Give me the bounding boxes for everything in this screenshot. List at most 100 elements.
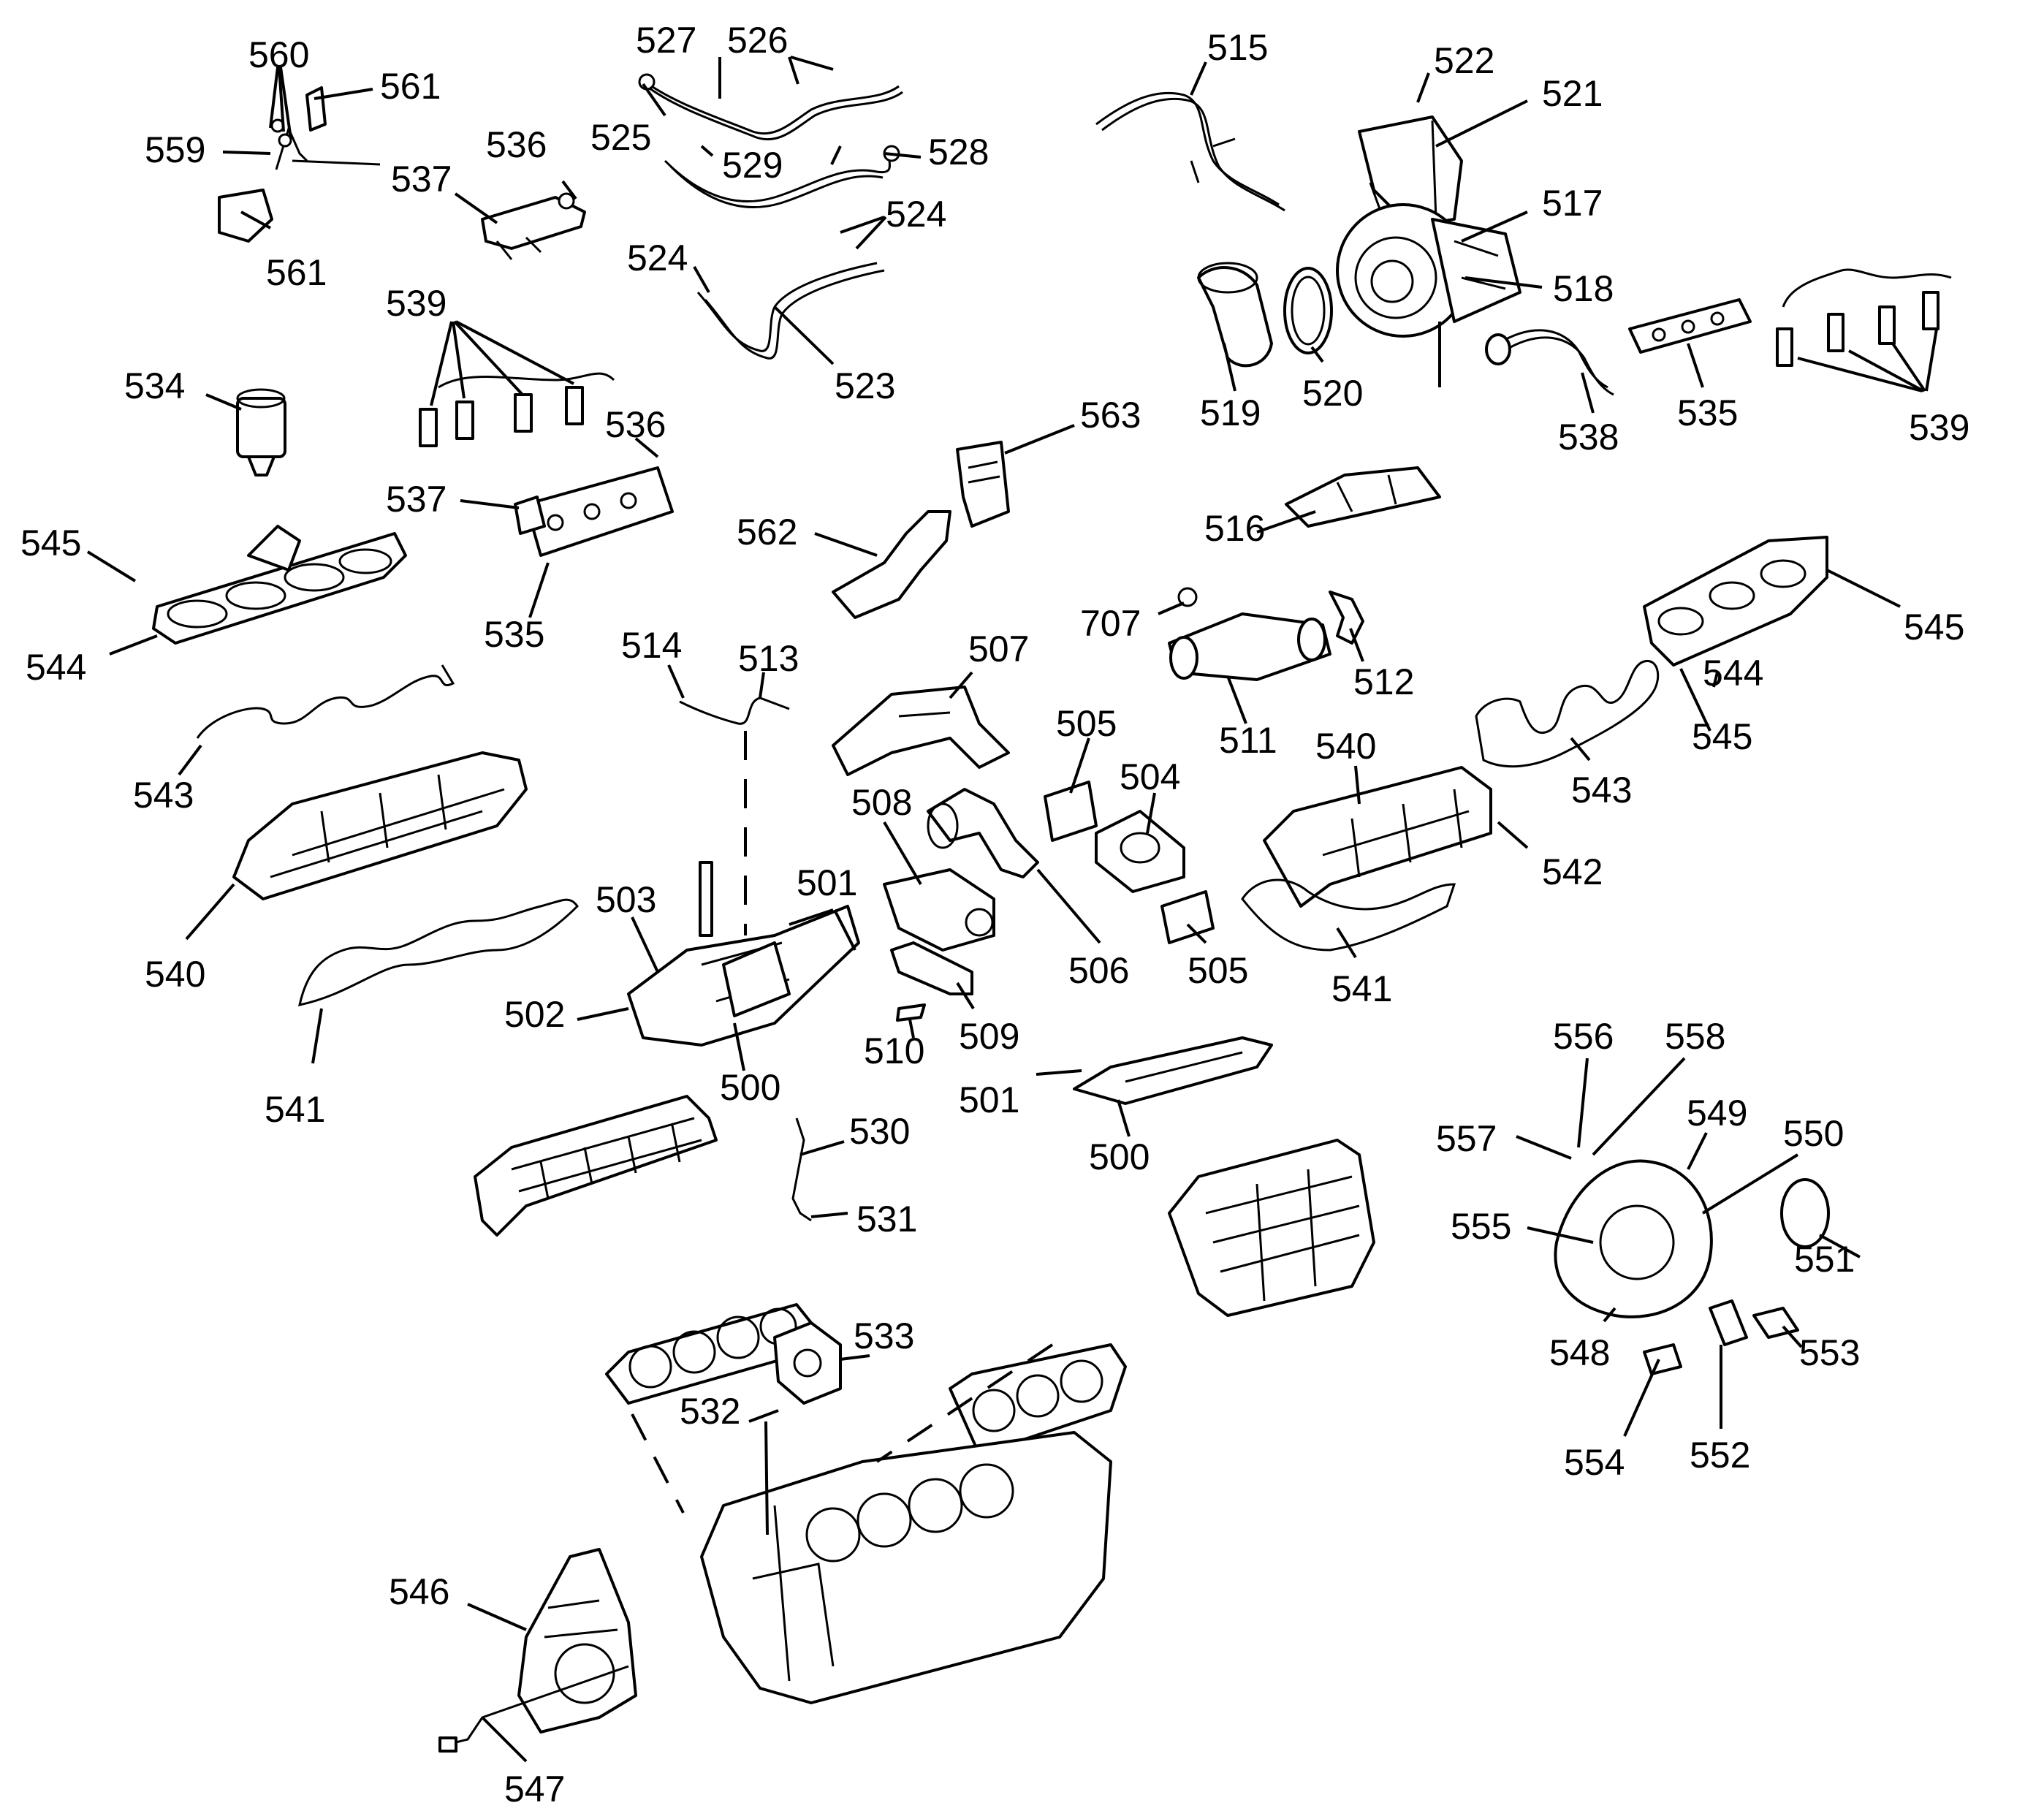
part-562-intake-pipe (832, 510, 951, 619)
callout-501-left: 501 (797, 862, 857, 903)
part-525-oil-tube (638, 73, 903, 141)
callout-537-bottom: 537 (386, 479, 447, 520)
callout-547: 547 (504, 1769, 565, 1810)
part-523-tube-bundle (696, 262, 885, 360)
callout-555: 555 (1451, 1206, 1511, 1247)
part-553-clip (1752, 1307, 1799, 1339)
callout-533: 533 (854, 1315, 914, 1356)
part-540-valve-cover-right (1263, 766, 1492, 908)
callout-545-left: 545 (20, 523, 81, 563)
callout-525: 525 (590, 117, 651, 158)
callout-529: 529 (722, 145, 783, 186)
callout-556: 556 (1553, 1016, 1614, 1057)
callout-707: 707 (1080, 603, 1141, 644)
part-cylinder-head-right (1168, 1139, 1375, 1317)
callout-506: 506 (1068, 950, 1129, 991)
part-560-bracket-assembly (218, 86, 381, 243)
part-544-exhaust-manifold-left (152, 525, 407, 645)
callout-545-right: 545 (1904, 607, 1964, 648)
callout-561-bottom: 561 (266, 252, 327, 293)
part-540-valve-cover-left (232, 751, 528, 900)
callout-552: 552 (1690, 1435, 1750, 1476)
callout-530: 530 (849, 1111, 910, 1152)
callout-559: 559 (145, 129, 205, 170)
callout-537-top: 537 (391, 159, 452, 200)
callout-528: 528 (928, 132, 989, 172)
callout-500-right: 500 (1089, 1136, 1150, 1177)
part-707-clip (1177, 587, 1198, 607)
callout-512: 512 (1353, 661, 1414, 702)
callout-554: 554 (1564, 1442, 1625, 1483)
callout-524-right: 524 (886, 194, 946, 235)
callout-549: 549 (1687, 1093, 1747, 1134)
leader-lines (86, 56, 1938, 1763)
part-506-egr-elbow (927, 788, 1039, 878)
callout-521: 521 (1542, 73, 1603, 114)
callout-510: 510 (864, 1030, 924, 1071)
part-547-sensor (438, 1665, 629, 1753)
part-546-front-cover (517, 1548, 637, 1734)
callout-518: 518 (1553, 268, 1614, 309)
callout-524-left: 524 (627, 238, 688, 278)
part-505-gasket-lower (1160, 890, 1215, 944)
callout-544-left: 544 (26, 647, 86, 688)
callout-563: 563 (1080, 395, 1141, 436)
part-551-seal (1780, 1178, 1830, 1248)
callout-539-left: 539 (386, 283, 447, 324)
callout-562: 562 (737, 512, 797, 553)
callout-507: 507 (968, 629, 1029, 669)
part-512-bracket (1329, 591, 1364, 645)
part-505-gasket-upper (1044, 781, 1098, 842)
callout-543-left: 543 (133, 775, 194, 816)
part-544-exhaust-manifold-right (1643, 536, 1828, 667)
part-510-seal (896, 1003, 926, 1022)
part-554-clip (1643, 1343, 1682, 1375)
part-515-wiring-harness (1095, 91, 1285, 212)
part-engine-block (700, 1431, 1112, 1704)
callout-502: 502 (504, 994, 565, 1035)
part-cylinder-head-left (474, 1095, 718, 1237)
part-543-gasket-right (1475, 660, 1660, 768)
assembly-line-3 (875, 1343, 1054, 1463)
part-541-gasket-right (1241, 878, 1456, 952)
callout-538: 538 (1558, 417, 1619, 458)
callout-517: 517 (1542, 183, 1603, 224)
callout-558: 558 (1665, 1016, 1725, 1057)
callout-553: 553 (1799, 1332, 1860, 1373)
part-534-fuel-filter (236, 388, 286, 477)
callout-515: 515 (1207, 27, 1268, 68)
callout-522: 522 (1434, 40, 1494, 81)
part-535-fuel-rail-left (514, 466, 674, 557)
callout-536-top: 536 (486, 124, 547, 165)
part-500-egr-cooler-left (627, 861, 860, 1047)
callout-535-left: 535 (484, 614, 544, 655)
part-511-egr-cooler (1168, 612, 1331, 681)
part-513-tube (679, 696, 790, 725)
callout-523: 523 (835, 365, 895, 406)
part-538-fuel-line (1485, 329, 1614, 396)
callout-546: 546 (389, 1571, 449, 1612)
part-517-turbocharger (1336, 203, 1521, 338)
callout-527: 527 (636, 20, 696, 61)
callout-561-top: 561 (380, 66, 441, 107)
callout-542: 542 (1542, 851, 1603, 892)
part-539-glow-plug-harness-left (419, 372, 615, 447)
part-532-pump (773, 1321, 842, 1405)
callout-511: 511 (1219, 720, 1277, 761)
part-541-gasket-left (298, 898, 579, 1006)
callout-535-right: 535 (1677, 392, 1738, 433)
part-504-egr-flange (1095, 810, 1185, 893)
assembly-line-2 (631, 1413, 685, 1514)
callout-532: 532 (680, 1391, 740, 1432)
callout-544-right: 544 (1703, 653, 1763, 694)
part-548-rear-cover (1554, 1159, 1713, 1318)
callout-534: 534 (124, 365, 185, 406)
part-500-egr-cooler-right (1073, 1036, 1273, 1105)
callout-541-left: 541 (265, 1089, 325, 1130)
callout-536-bottom: 536 (605, 404, 666, 445)
callout-504: 504 (1120, 756, 1180, 797)
callout-539-right: 539 (1909, 407, 1969, 448)
callout-543-right: 543 (1571, 770, 1632, 810)
callout-541-right: 541 (1331, 968, 1392, 1009)
